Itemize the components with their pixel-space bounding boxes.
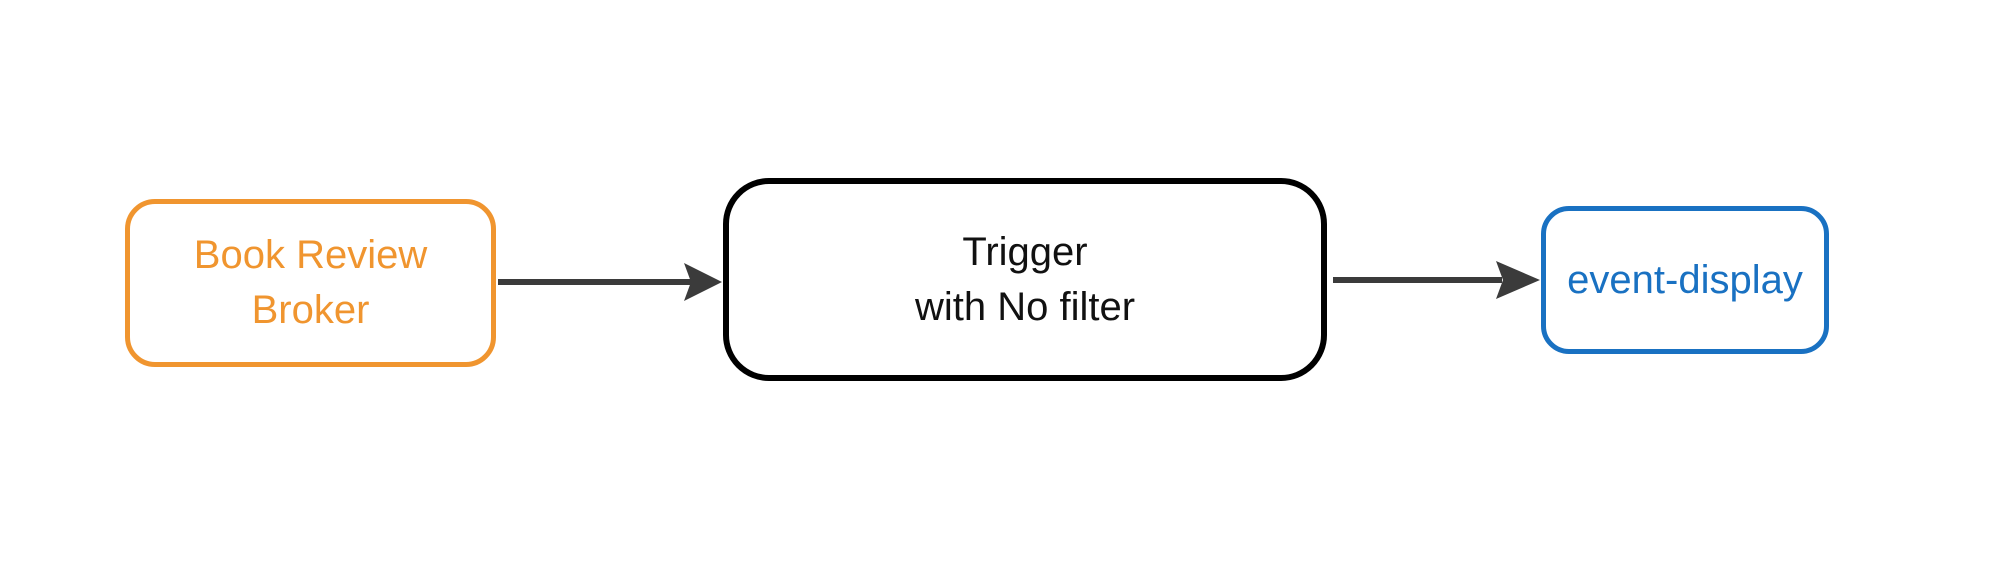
broker-label-line-1: Book Review xyxy=(193,233,428,277)
arrow-trigger-to-event-display xyxy=(1333,261,1540,299)
node-event-display-label: event-display xyxy=(1567,253,1803,308)
trigger-label-line-2: with No filter xyxy=(914,284,1136,329)
broker-label-line-2: Broker xyxy=(251,288,370,332)
node-book-review-broker-label: Book Review Broker xyxy=(194,228,427,338)
arrow-broker-to-trigger xyxy=(498,263,722,301)
event-display-label-line-1: event-display xyxy=(1567,257,1803,302)
node-book-review-broker: Book Review Broker xyxy=(125,199,496,367)
trigger-label-line-1: Trigger xyxy=(962,229,1088,274)
node-trigger: Trigger with No filter xyxy=(723,178,1327,381)
node-trigger-label: Trigger with No filter xyxy=(915,225,1135,335)
node-event-display: event-display xyxy=(1541,206,1829,354)
